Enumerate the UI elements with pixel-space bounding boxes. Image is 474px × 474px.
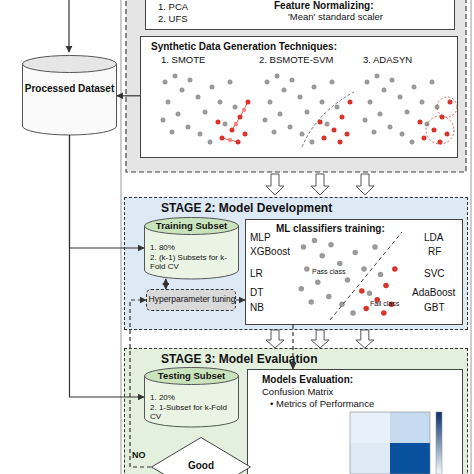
database-cylinder: Testing Subset 1. 20%2. 1-Subset for k-Fo… bbox=[144, 367, 239, 427]
classifier-name: NB bbox=[250, 302, 264, 313]
interpolation-lines bbox=[222, 102, 248, 142]
interpolation-line bbox=[222, 138, 238, 142]
bsmote-plot bbox=[263, 74, 355, 148]
process-box: Models Evaluation:Confusion Matrix• Metr… bbox=[247, 369, 463, 474]
connector-arrow bbox=[236, 299, 245, 300]
node-text: 2. BSMOTE-SVM bbox=[259, 55, 359, 66]
cylinder-shape bbox=[22, 55, 117, 135]
classifier-plot bbox=[299, 232, 402, 320]
density-circle bbox=[426, 116, 454, 144]
database-cylinder: Training Subset 1. 80%2. (k-1) Subsets fo… bbox=[144, 217, 239, 279]
node-text: 1. PCA bbox=[158, 2, 248, 13]
cylinder-body bbox=[23, 64, 117, 135]
cylinder-top bbox=[145, 368, 239, 385]
edge-label: NO bbox=[132, 450, 146, 460]
point bbox=[228, 138, 232, 142]
node-text: 1. SMOTE bbox=[161, 55, 251, 66]
cylinder-top bbox=[145, 218, 239, 235]
density-circle bbox=[437, 97, 457, 117]
point bbox=[234, 122, 238, 126]
node-text: Synthetic Data Generation Techniques: bbox=[151, 41, 451, 53]
node-text: • Metrics of Performance bbox=[270, 399, 460, 410]
decision-boundary bbox=[330, 232, 402, 320]
input-line bbox=[68, 0, 69, 52]
database-cylinder: Processed Dataset bbox=[22, 55, 117, 135]
point bbox=[242, 108, 246, 112]
scatter-points bbox=[263, 74, 353, 145]
classifier-name: MLP bbox=[250, 232, 271, 243]
classifier-name: LR bbox=[250, 268, 263, 279]
connector-arrow bbox=[117, 95, 140, 96]
process-box: Hyperparameter tuning bbox=[146, 289, 236, 311]
classifier-name: GBT bbox=[424, 302, 445, 313]
adasyn-plot bbox=[363, 74, 458, 145]
node-text: Training Subset bbox=[144, 221, 239, 232]
connector-arrow bbox=[165, 279, 166, 289]
hollow-arrow bbox=[311, 174, 329, 195]
svm-boundary bbox=[302, 92, 354, 147]
connector-arrow bbox=[130, 300, 151, 467]
classifier-name: XGBoost bbox=[250, 246, 290, 257]
matrix-cell bbox=[350, 443, 390, 474]
class-label: Pass class bbox=[312, 268, 345, 276]
scatter-points bbox=[363, 74, 453, 145]
node-text: Processed Dataset bbox=[22, 83, 117, 95]
decision-diamond: Good bbox=[151, 437, 251, 474]
node-text: 1. 20% bbox=[150, 393, 236, 402]
node-text: Models Evaluation: bbox=[262, 374, 452, 386]
node-text: 'Mean' standard scaler bbox=[288, 12, 453, 23]
matrix-border bbox=[350, 412, 430, 474]
cylinder-top bbox=[23, 56, 117, 73]
hollow-arrow bbox=[356, 330, 374, 348]
node-text: STAGE 2: Model Development bbox=[161, 202, 461, 216]
classifier-name: AdaBoost bbox=[412, 287, 455, 298]
hollow-arrow bbox=[266, 330, 284, 348]
matrix-cell bbox=[390, 443, 430, 474]
stage-arrows bbox=[266, 174, 374, 195]
node-text: 2. (k-1) Subsets for k-Fold CV bbox=[150, 253, 236, 271]
classifier-name: LDA bbox=[424, 232, 443, 243]
node-text: 2. 1-Subset for k-Fold CV bbox=[150, 403, 236, 421]
confusion-matrix bbox=[350, 412, 442, 474]
hollow-arrow bbox=[356, 174, 374, 195]
smote-plot bbox=[161, 74, 251, 145]
hollow-arrow bbox=[311, 330, 329, 348]
color-bar bbox=[436, 412, 442, 474]
node-text: STAGE 3: Model Evaluation bbox=[161, 353, 461, 367]
connector-arrow bbox=[70, 135, 145, 397]
interpolation-line bbox=[232, 117, 240, 130]
node-text: 2. UFS bbox=[158, 14, 248, 25]
node-text: 1. 80% bbox=[150, 243, 236, 252]
process-box: 1. PCA2. UFS Feature Normalizing:'Mean' s… bbox=[145, 0, 455, 30]
node-text: Confusion Matrix bbox=[262, 387, 452, 398]
interpolation-line bbox=[240, 102, 248, 117]
node-text: Testing Subset bbox=[144, 371, 239, 382]
process-box: Synthetic Data Generation Techniques: 1. … bbox=[140, 36, 458, 158]
synthetic-points bbox=[228, 108, 246, 142]
hollow-arrow bbox=[266, 174, 284, 195]
connector-arrow bbox=[292, 325, 293, 369]
classifier-name: SVC bbox=[424, 268, 445, 279]
class-label: Fail class bbox=[370, 300, 399, 308]
connector-arrow bbox=[70, 135, 145, 248]
classifier-name: RF bbox=[428, 246, 441, 257]
scatter-points bbox=[161, 74, 251, 145]
classifier-name: DT bbox=[250, 287, 263, 298]
node-text: 3. ADASYN bbox=[363, 55, 453, 66]
matrix-cell bbox=[390, 412, 430, 443]
stage-band: STAGE 3: Model EvaluationTesting Subset 1… bbox=[124, 348, 468, 474]
stage-band: STAGE 2: Model DevelopmentTraining Subse… bbox=[124, 197, 468, 330]
matrix-cell bbox=[350, 412, 390, 443]
diamond-outline bbox=[152, 438, 251, 474]
node-text: Good bbox=[151, 460, 251, 472]
node-text: Hyperparameter tuning bbox=[147, 295, 237, 305]
node-text: Feature Normalizing: bbox=[274, 0, 449, 12]
